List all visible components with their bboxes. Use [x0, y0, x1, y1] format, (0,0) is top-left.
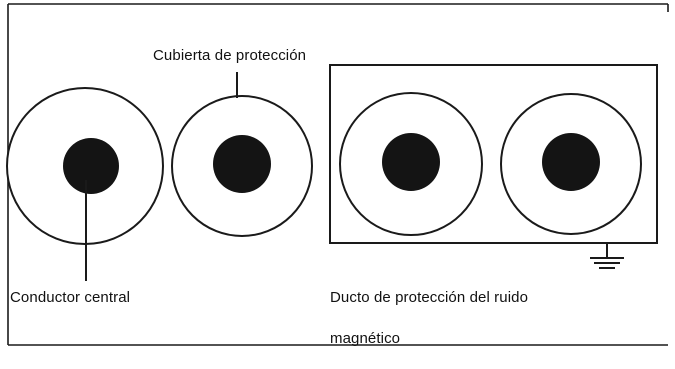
- ground-symbol: [590, 243, 624, 269]
- cable-3: [339, 92, 483, 236]
- cable-3-core: [382, 133, 440, 191]
- cable-2: [171, 95, 313, 237]
- sheath-label: Cubierta de protección: [153, 47, 307, 64]
- cable-2-core: [213, 135, 271, 193]
- duct-label-line2: magnético: [330, 330, 401, 347]
- conductor-label: Conductor central: [10, 289, 131, 306]
- shielding-duct: [329, 64, 658, 244]
- cable-1: [6, 87, 164, 245]
- duct-label-line1: Ducto de protección del ruido: [330, 289, 529, 306]
- cable-4: [500, 93, 642, 235]
- cable-4-core: [542, 133, 600, 191]
- cable-1-core: [63, 138, 119, 194]
